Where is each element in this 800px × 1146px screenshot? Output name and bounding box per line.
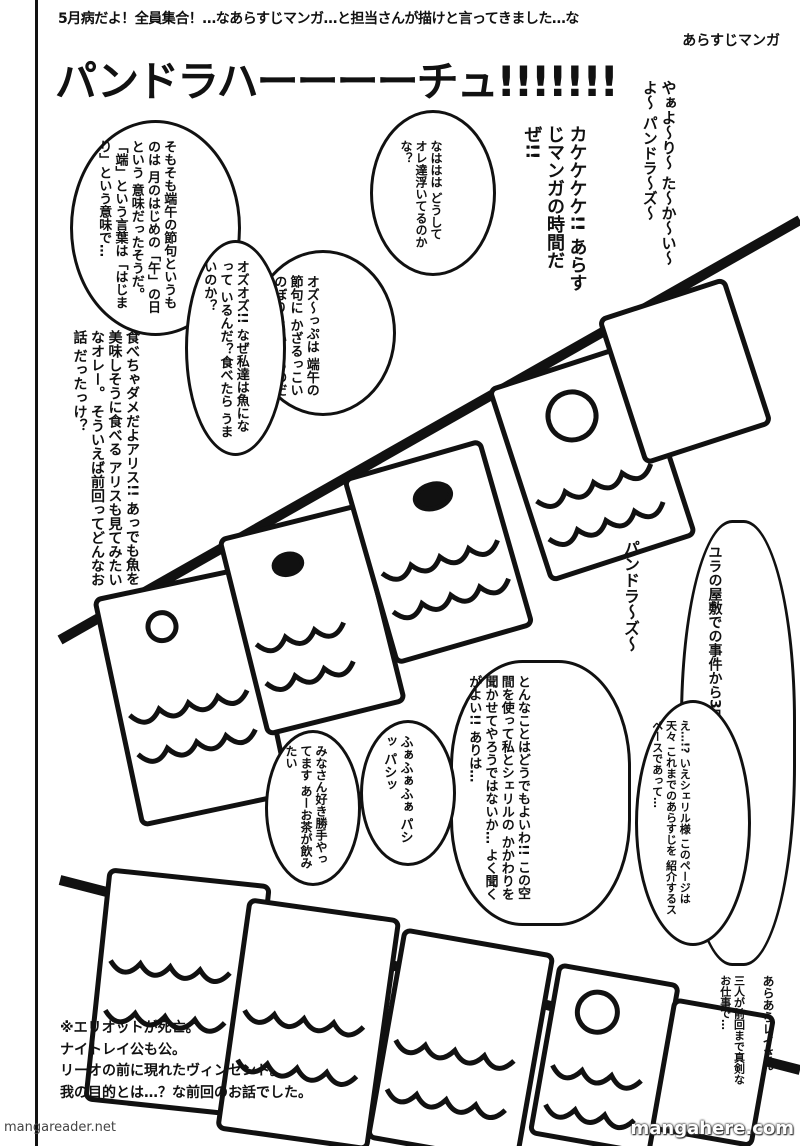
bubble-text-serious: 三人が前回まで真剣なお仕事で… (718, 975, 746, 1085)
page-title: パンドラハーーーーチュ!!!!!!! (55, 57, 619, 106)
header-caption-2: あらすじマンガ (682, 33, 780, 49)
panel-border (35, 0, 38, 1146)
speech-bubble (450, 660, 631, 926)
bubble-text-break: みなさん好き勝手やってます あーお茶が飲みたい (284, 745, 328, 870)
bubble-text-oz-eat: 食べちゃダメだよアリス!! あっでも魚を美味しそうに食べる アリスも見てみたいな… (71, 330, 141, 587)
footer-note-line: ナイトレイ公も公。 (60, 1041, 186, 1058)
footer-note: ※エリオットが死亡。 ナイトレイ公も公。 リーオの前に現れたヴィンセント。 我の… (60, 1018, 312, 1105)
watermark-left: mangareader.net (4, 1120, 116, 1135)
speech-bubble (265, 730, 361, 886)
footer-note-line: 我の目的とは…？な前回のお話でした。 (60, 1085, 312, 1102)
speech-bubble (185, 240, 286, 456)
bubble-text-pandoras: パンドラ〜ズ〜 (621, 540, 640, 652)
watermark-right: mangahere.com (630, 1118, 795, 1139)
bubble-text-raven: カケケケケ!! あらすじマンガの時間だぜ!! (521, 125, 588, 292)
speech-bubble (635, 700, 751, 946)
header-caption: 5月病だよ！全員集合！…なあらすじマンガ…と担当さんが描けと言ってきました…な (58, 11, 579, 27)
bubble-text-sharon: え…!? いえシェリル様 このページは天々 これまでのあらすじを 紹介するスペー… (650, 720, 692, 915)
footer-note-line: ※エリオットが死亡。 (60, 1020, 200, 1036)
speech-bubble (360, 720, 456, 866)
bubble-text-oz-sing: やぁよ〜り〜 た〜か〜い〜よ〜 パンドラ〜ズ〜 (640, 80, 678, 266)
bubble-text-fan: ふぁふぁふぁ パシッ パシッ (381, 735, 413, 844)
bubble-text-gil: なははは どうしてオレ達浮いてるのかな？ (399, 140, 443, 248)
bubble-text-explain: そもそも端午の節句というものは 月のはじめの「午」の日という 意味だったそうだ。… (96, 140, 177, 314)
bubble-text-alice: オズオズ!! なぜ私達は魚になって いるんだ？食べたら うまいのか？ (201, 260, 249, 439)
bubble-text-ara: あらあらレイさん (761, 975, 775, 1071)
footer-note-line: リーオの前に現れたヴィンセント。 (60, 1063, 284, 1080)
speech-bubble (370, 110, 496, 276)
bubble-text-sheryl: とんなことはどうでもよいわ!! この空間を使って私とシェリルの かかわりを聞かせ… (466, 675, 530, 901)
